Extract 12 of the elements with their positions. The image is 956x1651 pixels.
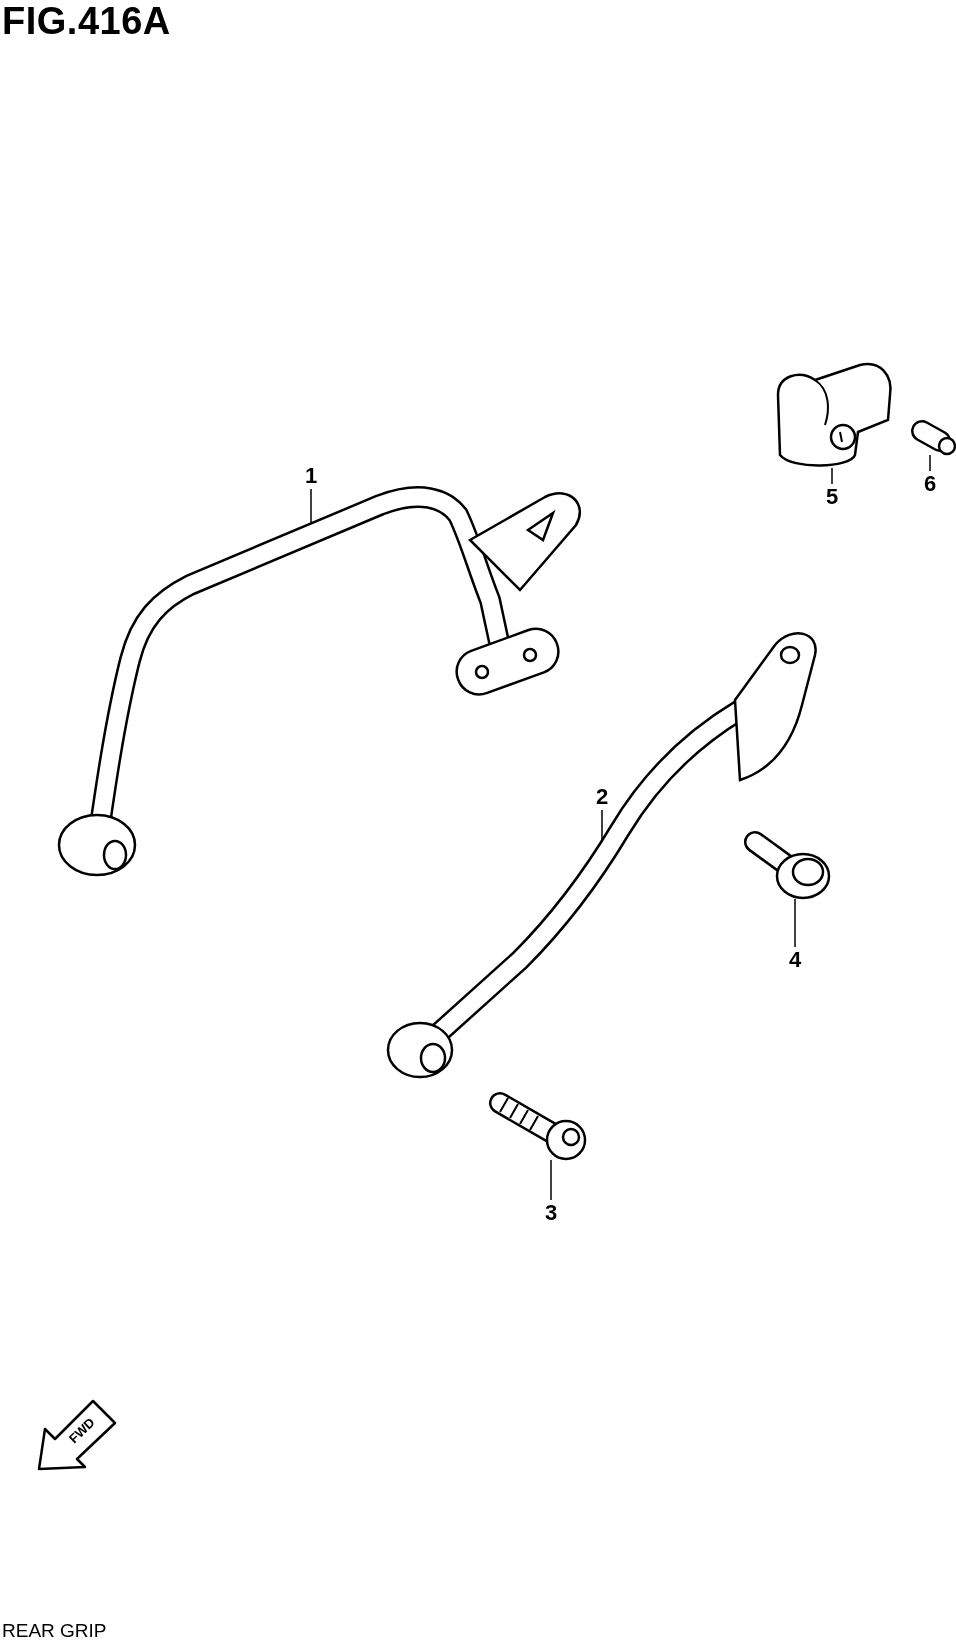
leader-line <box>794 898 796 948</box>
callout-number: 3 <box>539 1200 563 1226</box>
callout-number: 4 <box>783 947 807 973</box>
leader-line <box>550 1159 552 1201</box>
figure-title: FIG.416A <box>2 0 171 43</box>
callout-number: 6 <box>918 471 942 497</box>
callout-number: 2 <box>590 784 614 810</box>
figure-caption: REAR GRIP <box>2 1620 107 1642</box>
leader-line <box>831 467 833 485</box>
leader-line <box>929 454 931 472</box>
callout-number: 1 <box>299 463 323 489</box>
callout-number: 5 <box>820 484 844 510</box>
